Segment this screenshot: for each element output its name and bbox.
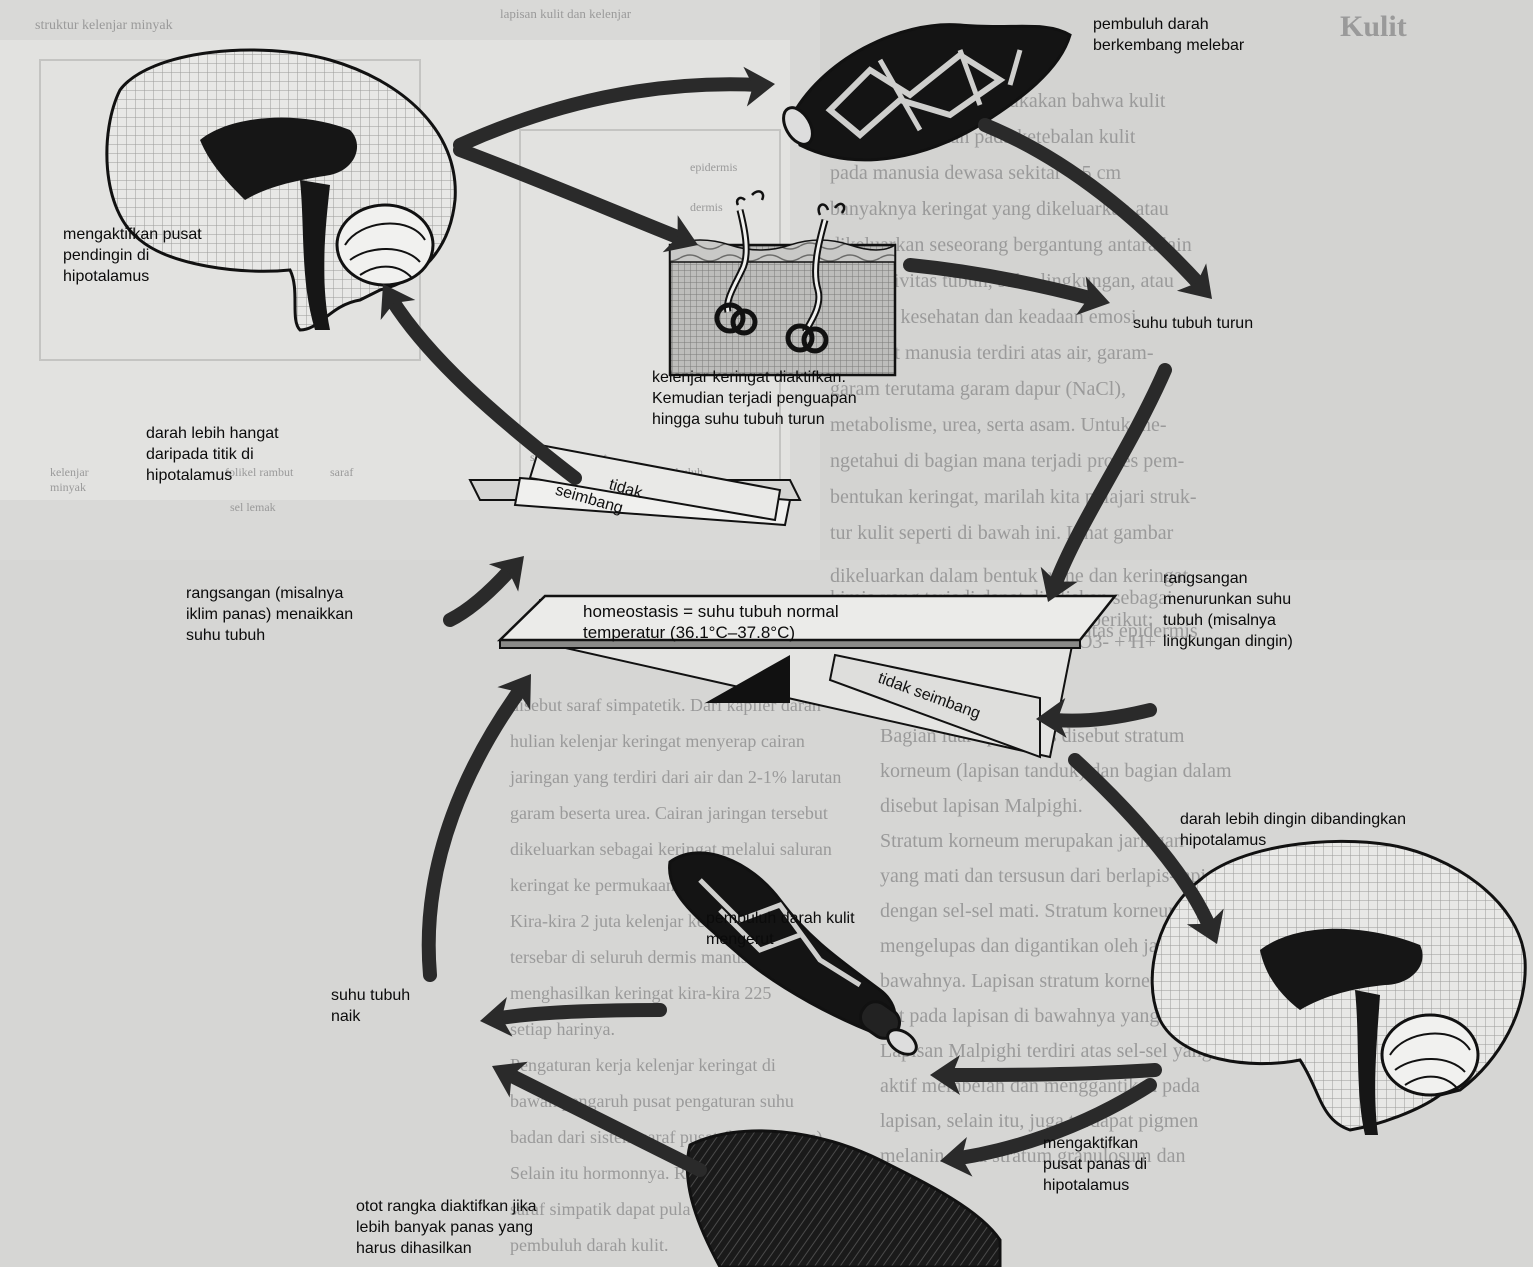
arrow-icon	[429, 690, 520, 975]
label-activate-cooling: mengaktifkan pusat pendingin di hipotala…	[63, 224, 202, 287]
arrow-icon	[392, 300, 575, 478]
arrow-icon	[510, 1075, 700, 1170]
blood-vessel-icon	[670, 853, 921, 1059]
arrow-icon	[460, 150, 680, 238]
label-vessels-dilate: pembuluh darah berkembang melebar	[1093, 14, 1244, 56]
label-stimulus-cold: rangsangan menurunkan suhu tubuh (misaln…	[1163, 568, 1293, 652]
arrow-icon	[910, 265, 1090, 298]
brain-icon	[107, 50, 455, 330]
arrow-icon	[460, 84, 760, 145]
arrow-icon	[1055, 710, 1150, 721]
label-skeletal-muscle: otot rangka diaktifkan jika lebih banyak…	[356, 1196, 537, 1259]
label-blood-cooler: darah lebih dingin dibandingkan hipotala…	[1180, 809, 1406, 851]
arrow-icon	[985, 125, 1200, 285]
arrow-icon	[500, 1010, 660, 1018]
arrow-icon	[1055, 370, 1165, 585]
label-stimulus-hot: rangsangan (misalnya iklim panas) menaik…	[186, 583, 353, 646]
label-vessels-constrict: pembuluh darah kulit mengerut	[706, 908, 855, 950]
sweat-gland-icon	[670, 191, 895, 375]
brain-icon	[1152, 841, 1525, 1135]
label-sweat-glands: kelenjar keringat diaktifkan. Kemudian t…	[652, 367, 857, 430]
label-blood-warmer: darah lebih hangat daripada titik di hip…	[146, 423, 279, 486]
label-body-temp-down: suhu tubuh turun	[1133, 313, 1253, 334]
label-activate-heating: mengaktifkan pusat panas di hipotalamus	[1043, 1133, 1147, 1196]
arrow-icon	[450, 570, 510, 620]
arrow-icon	[950, 1070, 1155, 1075]
label-homeostasis: homeostasis = suhu tubuh normal temperat…	[583, 601, 839, 643]
label-body-temp-up: suhu tubuh naik	[331, 985, 410, 1027]
